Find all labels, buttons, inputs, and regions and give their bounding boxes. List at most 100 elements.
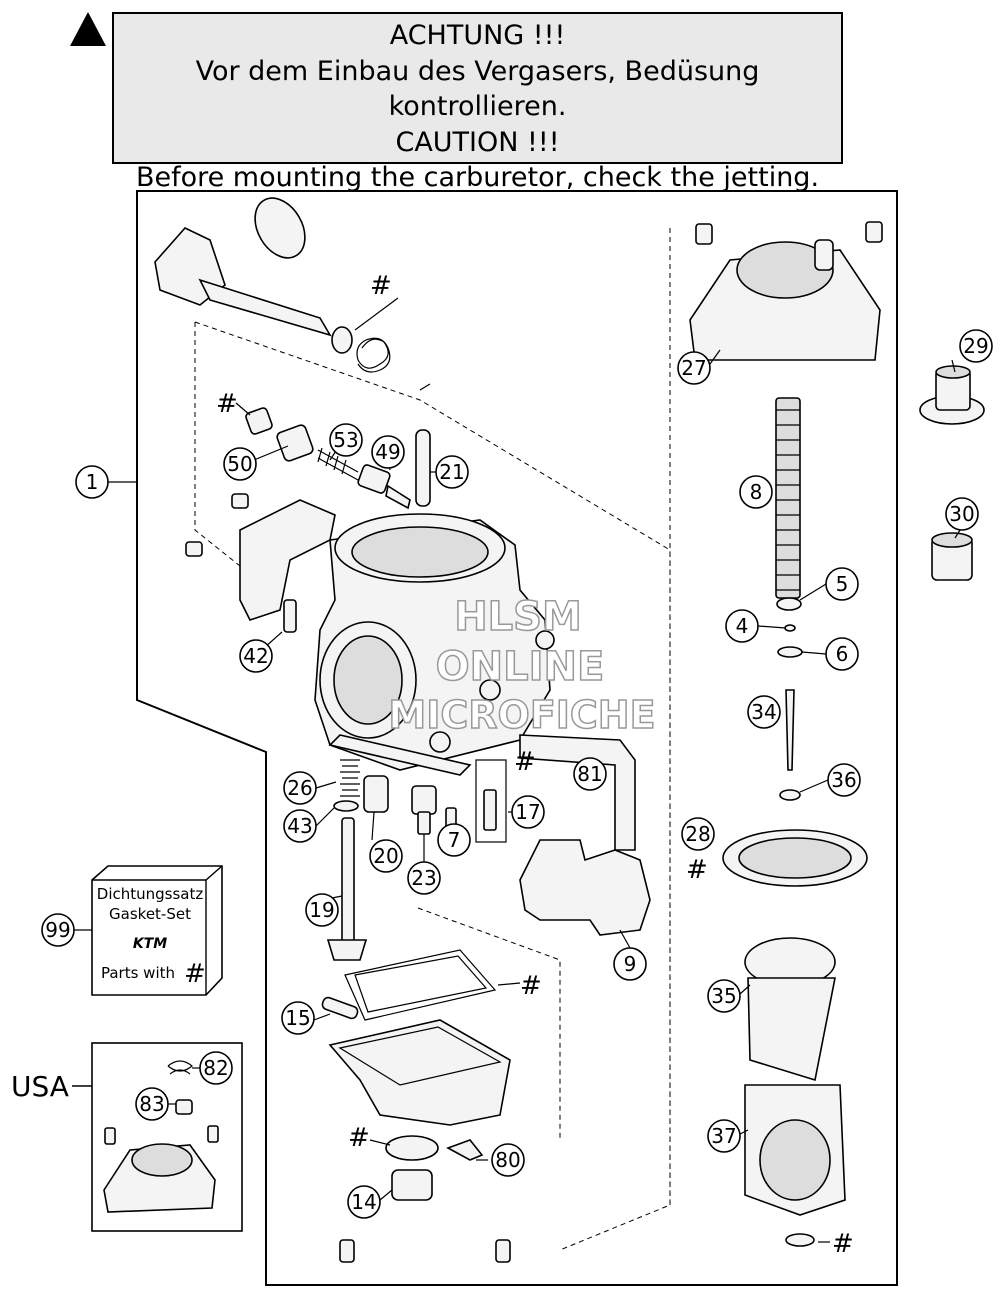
usa-label: USA	[11, 1070, 69, 1103]
svg-text:28: 28	[685, 822, 710, 846]
callout-9: 9	[613, 947, 647, 981]
hash-mark: #	[216, 389, 238, 419]
callout-35: 35	[707, 979, 741, 1013]
hash-mark: #	[520, 971, 542, 1001]
callout-30: 30	[945, 497, 979, 531]
callout-26: 26	[283, 771, 317, 805]
svg-text:15: 15	[285, 1006, 310, 1030]
svg-text:20: 20	[373, 844, 398, 868]
svg-text:83: 83	[139, 1092, 164, 1116]
svg-text:82: 82	[203, 1056, 228, 1080]
callout-19: 19	[305, 893, 339, 927]
callout-29: 29	[959, 329, 993, 363]
hash-mark: #	[514, 747, 536, 777]
svg-text:50: 50	[227, 452, 252, 476]
svg-text:1: 1	[86, 470, 99, 494]
float-bowl-part	[321, 949, 511, 1263]
callout-1: 1	[75, 465, 109, 499]
callout-6: 6	[825, 637, 859, 671]
svg-text:17: 17	[515, 800, 540, 824]
assembly-guide-line	[194, 321, 671, 1251]
slide-housing-part	[744, 1084, 846, 1247]
caution-line-1: ACHTUNG !!!	[389, 20, 566, 51]
svg-text:99: 99	[45, 918, 70, 942]
callout-17: 17	[511, 795, 545, 829]
svg-text:19: 19	[309, 898, 334, 922]
watermark-line-1: HLSM	[454, 594, 582, 640]
callout-23: 23	[407, 861, 441, 895]
jets-part	[326, 759, 507, 961]
svg-text:6: 6	[836, 642, 849, 666]
svg-text:5: 5	[836, 572, 849, 596]
callout-49: 49	[371, 435, 405, 469]
callout-4: 4	[725, 609, 759, 643]
assembly-guide-line	[417, 907, 561, 1140]
svg-text:80: 80	[495, 1148, 520, 1172]
hash-mark: #	[686, 855, 708, 885]
gasket-kit-parts-with: Parts with	[101, 964, 175, 982]
callout-42: 42	[239, 639, 273, 673]
svg-text:26: 26	[287, 776, 312, 800]
gasket-kit-title-de: Dichtungssatz	[97, 885, 204, 903]
spacer-part	[919, 365, 985, 581]
svg-text:36: 36	[831, 768, 856, 792]
svg-text:21: 21	[439, 460, 464, 484]
hash-mark: #	[370, 271, 392, 301]
svg-text:35: 35	[711, 984, 736, 1008]
gasket-kit-box: Dichtungssatz Gasket-Set KTM Parts with …	[91, 865, 223, 996]
callout-37: 37	[707, 1119, 741, 1153]
callout-15: 15	[281, 1001, 315, 1035]
callout-34: 34	[747, 695, 781, 729]
svg-text:81: 81	[577, 762, 602, 786]
svg-text:42: 42	[243, 644, 268, 668]
caution-line-4: Before mounting the carburetor, check th…	[135, 162, 820, 193]
watermark-line-2: ONLINE	[436, 644, 605, 690]
caution-notice: ACHTUNG !!! Vor dem Einbau des Vergasers…	[112, 12, 843, 193]
svg-text:30: 30	[949, 502, 974, 526]
hash-symbol: #	[184, 959, 206, 989]
svg-text:53: 53	[333, 428, 358, 452]
callout-50: 50	[223, 447, 257, 481]
caution-line-3: CAUTION !!!	[395, 126, 560, 158]
svg-text:29: 29	[963, 334, 988, 358]
throttle-slide-part	[744, 937, 836, 1082]
svg-text:34: 34	[751, 700, 776, 724]
callout-53: 53	[329, 423, 363, 457]
diaphragm-part	[722, 829, 868, 887]
svg-text:14: 14	[351, 1190, 376, 1214]
svg-text:37: 37	[711, 1124, 736, 1148]
svg-text:7: 7	[448, 828, 461, 852]
overflow-hose-part	[519, 734, 636, 851]
callout-43: 43	[283, 809, 317, 843]
carburetor-body-part	[314, 513, 555, 776]
gasket-kit-title-en: Gasket-Set	[109, 905, 191, 923]
float-part	[519, 839, 651, 936]
callout-83: 83	[135, 1087, 169, 1121]
svg-text:8: 8	[750, 480, 763, 504]
callout-82: 82	[199, 1051, 233, 1085]
svg-text:43: 43	[287, 814, 312, 838]
ktm-logo: KTM	[133, 936, 167, 952]
svg-text:49: 49	[375, 440, 400, 464]
warning-triangle-icon	[70, 12, 106, 46]
callout-21: 21	[435, 455, 469, 489]
callout-28: 28	[681, 817, 715, 851]
cable-bracket-part	[239, 499, 336, 621]
watermark-line-3: MICROFICHE	[388, 693, 655, 737]
callout-8: 8	[739, 475, 773, 509]
callout-14: 14	[347, 1185, 381, 1219]
callout-5: 5	[825, 567, 859, 601]
callout-80: 80	[491, 1143, 525, 1177]
vacuum-cover-part	[689, 221, 883, 361]
svg-text:9: 9	[624, 952, 637, 976]
callout-20: 20	[369, 839, 403, 873]
throttle-shaft-part	[154, 197, 431, 391]
svg-text:4: 4	[736, 614, 749, 638]
air-screw-part	[185, 407, 431, 633]
callout-99: 99	[41, 913, 75, 947]
svg-text:27: 27	[681, 356, 706, 380]
usa-variant-box: USA	[11, 1042, 243, 1232]
assembly-frame	[136, 190, 898, 1286]
hash-mark: #	[832, 1229, 854, 1259]
